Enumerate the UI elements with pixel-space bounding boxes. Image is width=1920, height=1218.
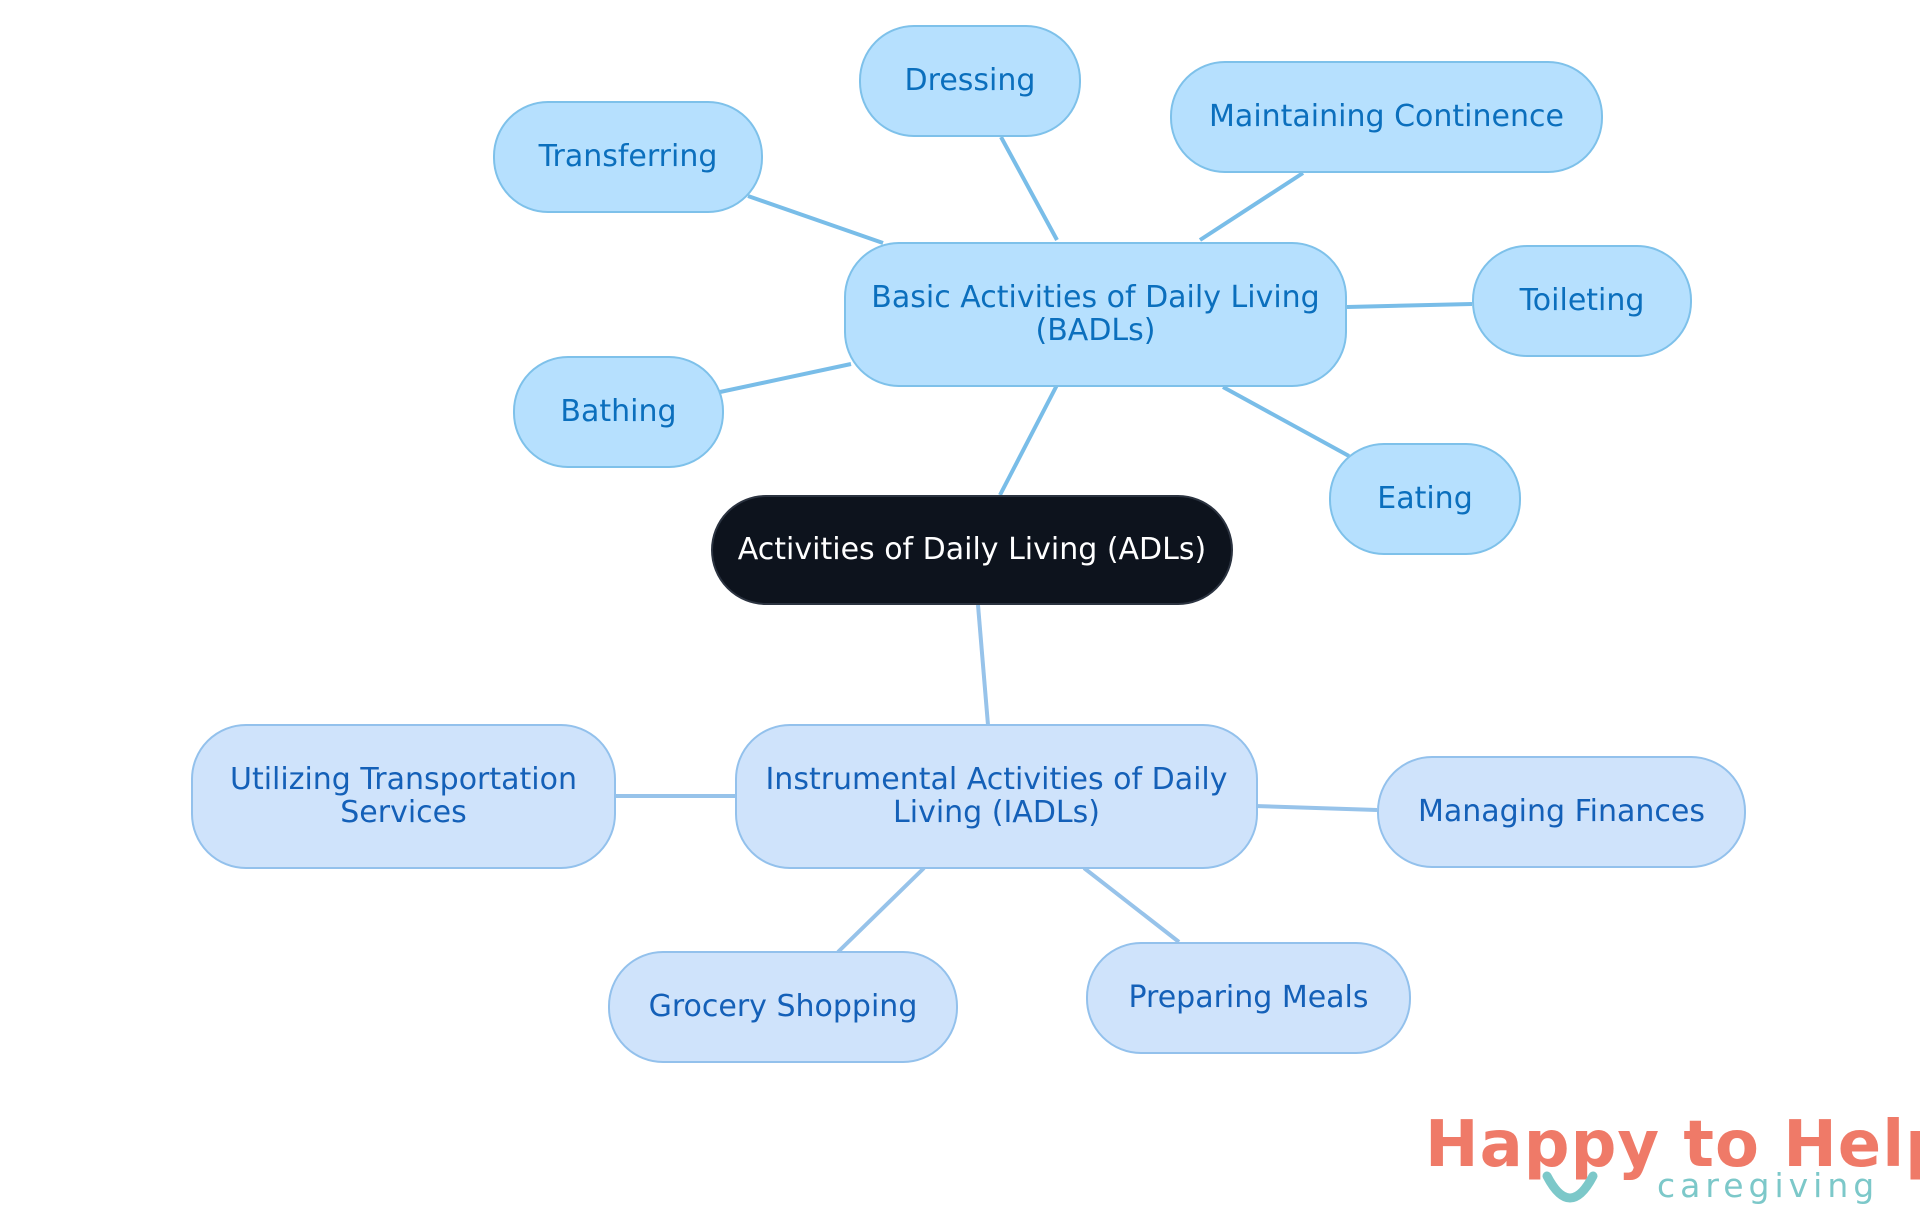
leaf-node-transferring[interactable]: Transferring <box>493 101 763 213</box>
link-badl-transferring <box>747 194 884 245</box>
leaf-label: Eating <box>1377 480 1473 516</box>
leaf-label: Grocery Shopping <box>648 988 918 1024</box>
leaf-node-utilizing-transportation-services[interactable]: Utilizing Transportation Services <box>191 724 616 869</box>
branch-label: Instrumental Activities of Daily Living … <box>765 762 1228 830</box>
branch-node-iadl[interactable]: Instrumental Activities of Daily Living … <box>735 724 1258 869</box>
root-node[interactable]: Activities of Daily Living (ADLs) <box>711 495 1233 605</box>
leaf-label: Toileting <box>1519 282 1645 318</box>
leaf-label: Managing Finances <box>1417 793 1706 829</box>
smile-icon <box>1542 1171 1598 1203</box>
link-iadl-grocery <box>836 866 926 954</box>
link-iadl-meals <box>1082 866 1181 944</box>
link-root-iadl <box>976 604 990 726</box>
link-badl-toileting <box>1346 302 1473 309</box>
link-badl-dressing <box>999 136 1059 241</box>
leaf-node-managing-finances[interactable]: Managing Finances <box>1377 756 1746 868</box>
link-root-badl <box>998 384 1059 496</box>
link-iadl-finances <box>1254 804 1378 812</box>
leaf-label: Bathing <box>560 393 677 429</box>
root-label: Activities of Daily Living (ADLs) <box>737 531 1207 567</box>
link-badl-continence <box>1198 171 1305 242</box>
leaf-node-grocery-shopping[interactable]: Grocery Shopping <box>608 951 958 1063</box>
leaf-label: Utilizing Transportation Services <box>229 762 578 830</box>
leaf-node-bathing[interactable]: Bathing <box>513 356 724 468</box>
link-badl-eating <box>1222 385 1350 458</box>
leaf-label: Transferring <box>538 138 718 174</box>
leaf-label: Dressing <box>904 62 1036 98</box>
leaf-node-dressing[interactable]: Dressing <box>859 25 1081 137</box>
leaf-label: Preparing Meals <box>1128 979 1369 1015</box>
link-badl-bathing <box>719 362 852 394</box>
leaf-node-preparing-meals[interactable]: Preparing Meals <box>1086 942 1411 1054</box>
leaf-node-maintaining-continence[interactable]: Maintaining Continence <box>1170 61 1603 173</box>
branch-label: Basic Activities of Daily Living (BADLs) <box>871 280 1320 348</box>
logo-tagline: caregiving <box>1657 1166 1880 1205</box>
leaf-node-toileting[interactable]: Toileting <box>1472 245 1692 357</box>
leaf-node-eating[interactable]: Eating <box>1329 443 1521 555</box>
leaf-label: Maintaining Continence <box>1209 98 1564 134</box>
branch-node-badl[interactable]: Basic Activities of Daily Living (BADLs) <box>844 242 1347 387</box>
logo-wordmark: Happy to Help <box>1425 1108 1920 1182</box>
company-logo: Happy to Help caregiving <box>1425 1108 1920 1218</box>
